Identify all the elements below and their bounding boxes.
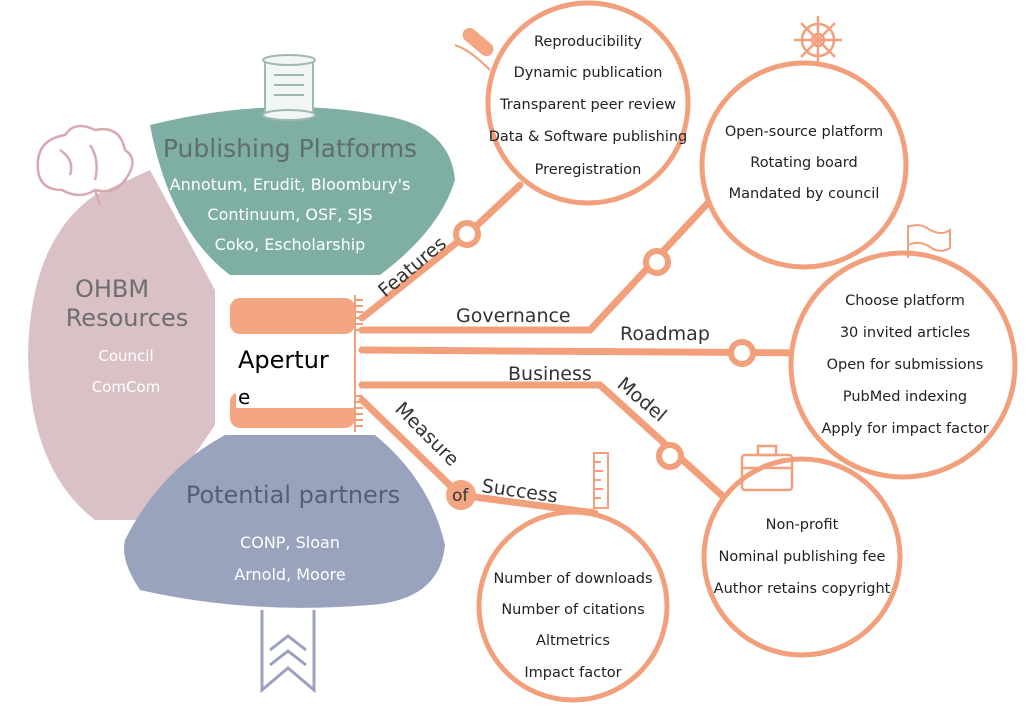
success-item-3: Altmetrics [536,633,610,649]
potential-partners-segment [124,435,445,608]
business-line [358,381,764,534]
publishing-platforms-segment [150,107,455,275]
governance-item-2: Rotating board [750,155,857,171]
ohbm-title-line2: Resources [66,304,189,332]
bubbles [476,0,1018,703]
ohbm-resources-segment [28,170,215,520]
governance-line [358,186,724,334]
publishing-platforms-line1: Annotum, Erudit, Bloombury's [170,175,411,194]
governance-node [643,248,671,276]
success-of-dot [446,480,476,510]
roadmap-item-3: Open for submissions [827,357,984,373]
briefcase-icon [740,444,794,492]
success-item-2: Number of citations [501,602,644,618]
ohbm-item-comcom: ComCom [92,378,161,396]
business-bubble [701,456,903,658]
success-item-1: Number of downloads [493,571,652,587]
features-item-5: Preregistration [535,162,642,178]
publishing-platforms-line2: Continuum, OSF, SJS [207,205,372,224]
center-label-line1: Apertur [238,346,329,374]
ohbm-title-line1: OHBM [75,275,149,303]
governance-bubble [699,60,909,270]
features-item-2: Dynamic publication [514,65,663,81]
of-label: of [452,486,469,506]
business-node [656,442,684,470]
governance-label: Governance [456,305,571,327]
roadmap-bubble [788,250,1018,480]
success-item-4: Impact factor [524,665,621,681]
features-bubble [485,0,691,206]
business-label: Business [508,363,592,385]
quill-icon [454,27,494,71]
roadmap-label: Roadmap [620,323,710,345]
branch-nodes [453,220,756,470]
potential-partners-line1: CONP, Sloan [240,533,340,552]
scroll-icon [262,54,316,121]
roadmap-item-5: Apply for impact factor [821,421,988,437]
roadmap-node [728,339,756,367]
publishing-platforms-line3: Coko, Escholarship [215,235,366,254]
ribbon-icon [260,610,316,694]
features-item-3: Transparent peer review [499,97,676,113]
roadmap-item-2: 30 invited articles [840,325,970,341]
ship-wheel-icon [794,16,842,64]
center-bar-top [230,298,355,334]
roadmap-item-4: PubMed indexing [843,389,967,405]
brain-icon [36,124,134,206]
roadmap-item-1: Choose platform [845,293,965,309]
governance-item-1: Open-source platform [725,124,883,140]
flag-icon [907,224,951,258]
ruler-icon [593,452,609,509]
success-bubble [476,509,670,703]
ohbm-item-council: Council [98,347,153,365]
governance-item-3: Mandated by council [729,186,880,202]
comb-ticks [354,295,363,432]
center-label-line2: e [238,385,250,409]
center-label-box [236,334,368,408]
potential-partners-title: Potential partners [186,481,400,509]
publishing-platforms-title: Publishing Platforms [163,134,417,163]
features-node [453,220,481,248]
business-item-3: Author retains copyright [714,581,891,597]
business-item-2: Nominal publishing fee [719,549,886,565]
features-item-4: Data & Software publishing [489,129,688,145]
potential-partners-line2: Arnold, Moore [234,565,345,584]
business-item-1: Non-profit [766,517,839,533]
features-item-1: Reproducibility [534,34,642,50]
